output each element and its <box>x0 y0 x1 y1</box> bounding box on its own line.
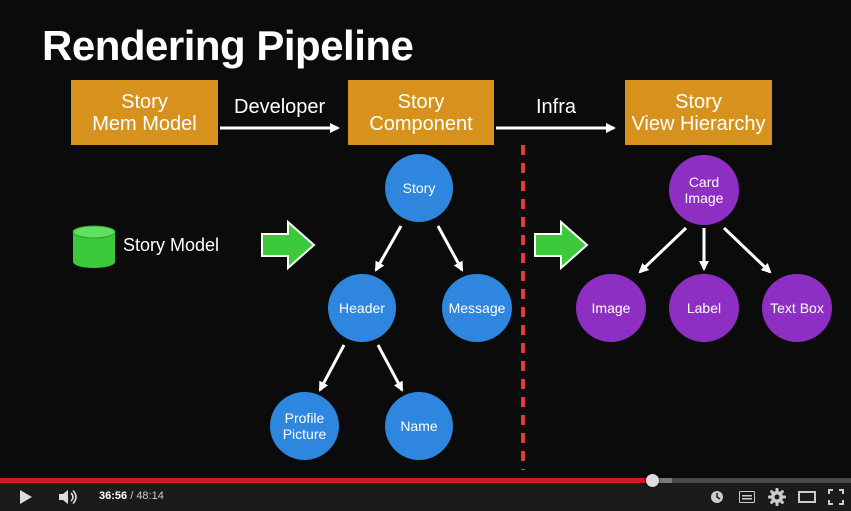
player-controls: 36:56 / 48:14 <box>0 474 851 511</box>
node-name: Name <box>385 392 453 460</box>
progress-bar[interactable] <box>0 474 851 487</box>
volume-button[interactable] <box>56 487 82 507</box>
stage-view-hierarchy: Story View Hierarchy <box>625 80 772 145</box>
node-text-box: Text Box <box>762 274 832 342</box>
settings-icon <box>768 488 786 506</box>
current-time: 36:56 <box>99 490 128 502</box>
edge-label-infra: Infra <box>536 96 577 118</box>
node-profile-picture: Profile Picture <box>270 392 339 460</box>
watch-later-icon <box>711 491 723 503</box>
scrubber-handle[interactable] <box>645 474 659 487</box>
settings-button[interactable] <box>766 486 788 508</box>
slide-title: Rendering Pipeline <box>42 22 414 69</box>
stage-mem-model: Story Mem Model <box>71 80 218 145</box>
duration: 48:14 <box>136 490 164 502</box>
database-icon <box>72 225 116 268</box>
node-image: Image <box>576 274 646 342</box>
theater-mode-icon <box>798 491 816 503</box>
fullscreen-icon <box>828 489 844 505</box>
captions-icon <box>739 491 755 503</box>
watch-later-button[interactable] <box>707 487 727 507</box>
volume-icon <box>59 489 77 505</box>
time-display: 36:56 / 48:14 <box>99 489 164 503</box>
progress-buffered <box>651 478 673 483</box>
captions-button[interactable] <box>736 487 758 507</box>
node-story: Story <box>385 154 453 222</box>
progress-played <box>0 478 652 483</box>
story-model-label: Story Model <box>123 235 220 255</box>
green-arrow-icon <box>261 219 316 271</box>
fullscreen-button[interactable] <box>825 486 847 508</box>
theater-mode-button[interactable] <box>796 487 818 507</box>
edge-label-developer: Developer <box>234 96 326 118</box>
diagram-graphics <box>72 123 772 470</box>
node-label: Label <box>669 274 739 342</box>
play-icon <box>20 490 32 504</box>
green-arrow-icon <box>534 219 589 271</box>
node-message: Message <box>442 274 512 342</box>
video-frame[interactable]: Rendering Pipeline Story Mem Model Story… <box>0 0 851 478</box>
play-button[interactable] <box>14 487 38 507</box>
tree-edges <box>318 225 772 392</box>
node-header: Header <box>328 274 396 342</box>
stage-component: Story Component <box>348 80 494 145</box>
time-separator: / <box>127 490 137 502</box>
node-card-image: Card Image <box>669 155 739 225</box>
